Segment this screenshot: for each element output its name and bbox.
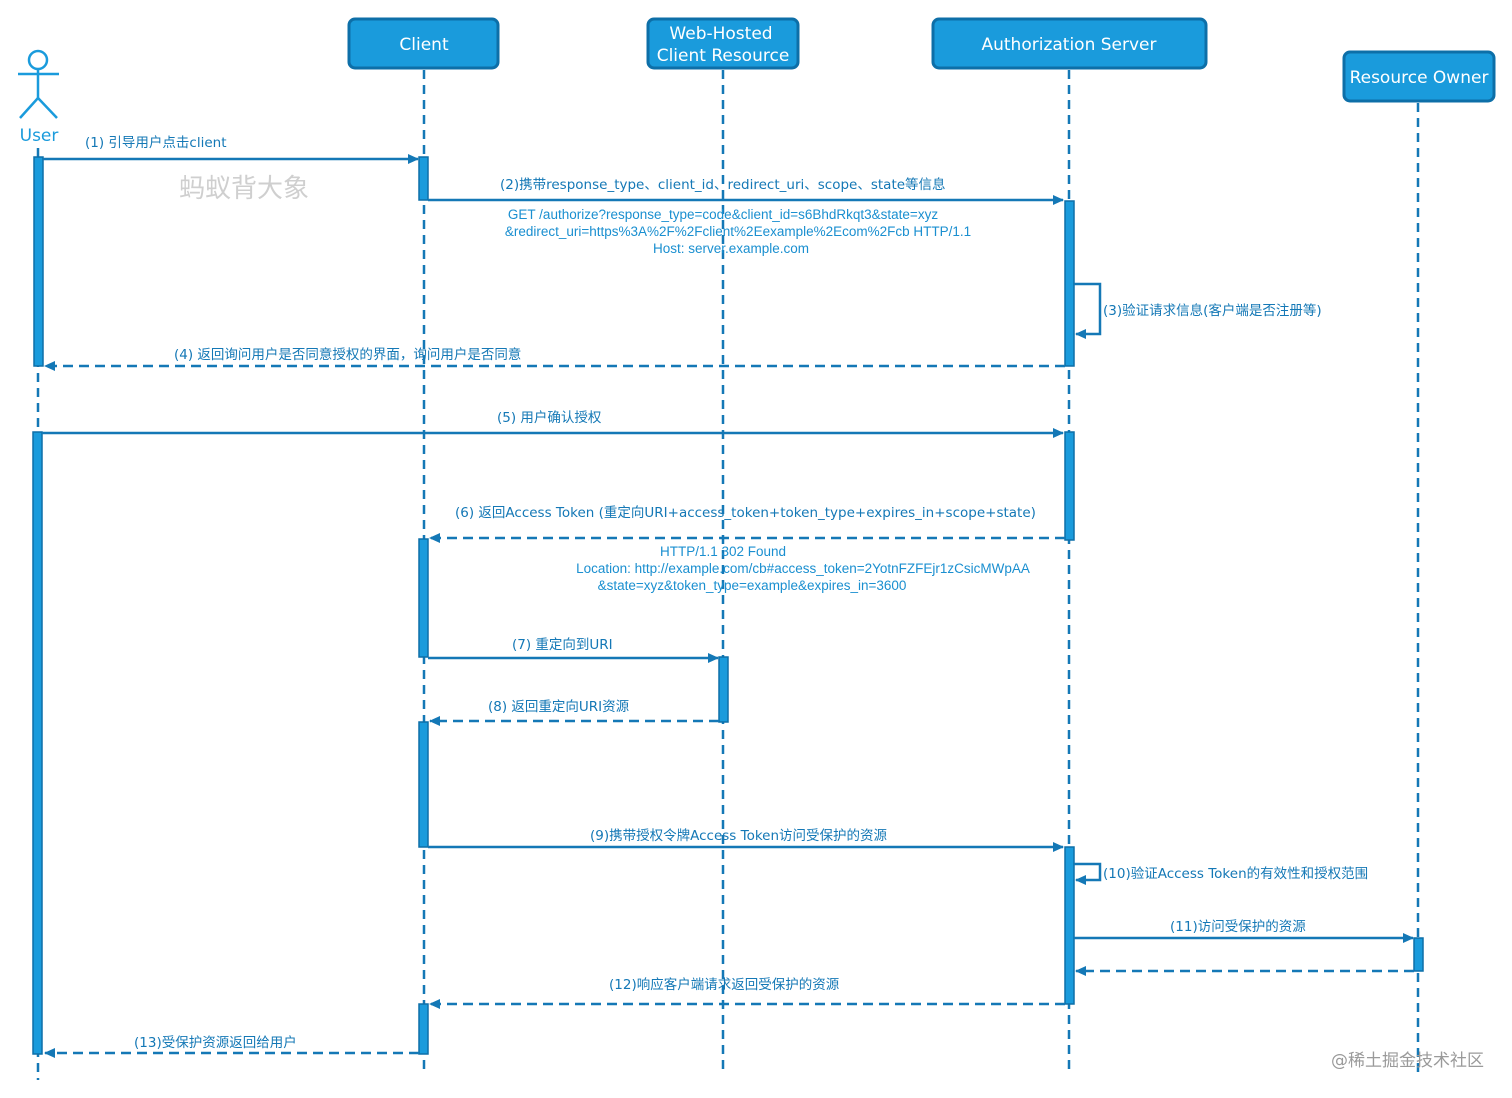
message-9: (9)携带授权令牌Access Token访问受保护的资源 [428, 827, 1064, 852]
message-7: (7) 重定向到URI [428, 637, 719, 663]
message-5: (5) 用户确认授权 [42, 409, 1064, 438]
watermark-bottom: @稀土掘金技术社区 [1331, 1051, 1484, 1071]
message-10-label: (10)验证Access Token的有效性和授权范围 [1103, 865, 1368, 882]
message-3-label: (3)验证请求信息(客户端是否注册等) [1103, 302, 1322, 319]
message-1: (1) 引导用户点击client [43, 134, 419, 164]
message-7-label: (7) 重定向到URI [512, 637, 613, 653]
http-response-note-line1: HTTP/1.1 302 Found [660, 544, 786, 559]
activation-client-2 [418, 538, 429, 658]
activation-client-4 [418, 1003, 429, 1055]
message-11: (11)访问受保护的资源 [1074, 919, 1414, 943]
participant-web-hosted: Web-Hosted Client Resource [646, 17, 800, 70]
message-6: (6) 返回Access Token (重定向URI+access_token+… [429, 505, 1065, 543]
message-2-label: (2)携带response_type、client_id、redirect_ur… [500, 176, 946, 193]
activation-client-3 [418, 721, 429, 848]
actor-head-icon [27, 49, 49, 71]
participant-authorization-server-label: Authorization Server [981, 35, 1156, 55]
message-8: (8) 返回重定向URI资源 [429, 699, 719, 726]
http-request-note-line2: &redirect_uri=https%3A%2F%2Fclient%2Eexa… [505, 224, 971, 239]
activation-client-1 [418, 156, 429, 201]
activation-auth-3 [1064, 846, 1075, 1005]
http-response-note-line2: Location: http://example.com/cb#access_t… [576, 561, 1030, 576]
message-3-self: (3)验证请求信息(客户端是否注册等) [1074, 282, 1322, 339]
participant-web-hosted-label-line2: Client Resource [657, 46, 790, 66]
participant-web-hosted-label-line1: Web-Hosted [669, 24, 772, 44]
message-10-self: (10)验证Access Token的有效性和授权范围 [1074, 862, 1368, 885]
actor-label: User [20, 126, 59, 146]
activation-resource-owner-1 [1413, 937, 1424, 972]
http-response-note: HTTP/1.1 302 Found Location: http://exam… [576, 544, 1030, 593]
participant-client: Client [347, 17, 500, 70]
message-13: (13)受保护资源返回给用户 [44, 1034, 419, 1058]
activation-auth-2 [1064, 431, 1075, 541]
http-response-note-line3: &state=xyz&token_type=example&expires_in… [598, 578, 907, 593]
participant-resource-owner: Resource Owner [1342, 50, 1496, 103]
activation-auth-1 [1064, 200, 1075, 367]
message-8-label: (8) 返回重定向URI资源 [488, 699, 630, 715]
activation-user-1 [33, 156, 44, 367]
participant-resource-owner-label: Resource Owner [1350, 68, 1489, 88]
message-12: (12)响应客户端请求返回受保护的资源 [429, 976, 1065, 1009]
user-actor: User [18, 49, 59, 146]
message-12-label: (12)响应客户端请求返回受保护的资源 [609, 976, 840, 993]
message-4-label: (4) 返回询问用户是否同意授权的界面，询问用户是否同意 [174, 346, 521, 363]
message-9-label: (9)携带授权令牌Access Token访问受保护的资源 [590, 827, 888, 844]
message-11-label: (11)访问受保护的资源 [1170, 919, 1306, 935]
message-6-label: (6) 返回Access Token (重定向URI+access_token+… [455, 505, 1036, 521]
watermark-top: 蚂蚁背大象 [179, 174, 309, 204]
activation-web-hosted-1 [718, 656, 729, 723]
http-request-note-line3: Host: server.example.com [653, 241, 809, 256]
participant-client-label: Client [399, 35, 449, 55]
http-request-note: GET /authorize?response_type=code&client… [505, 207, 971, 256]
message-5-label: (5) 用户确认授权 [497, 409, 602, 426]
participant-authorization-server: Authorization Server [931, 17, 1208, 70]
http-request-note-line1: GET /authorize?response_type=code&client… [508, 207, 938, 222]
message-1-label: (1) 引导用户点击client [85, 134, 227, 151]
activation-user-2 [32, 431, 43, 1055]
message-13-label: (13)受保护资源返回给用户 [134, 1034, 297, 1051]
message-2: (2)携带response_type、client_id、redirect_ur… [428, 176, 1064, 205]
message-4: (4) 返回询问用户是否同意授权的界面，询问用户是否同意 [44, 346, 1065, 371]
